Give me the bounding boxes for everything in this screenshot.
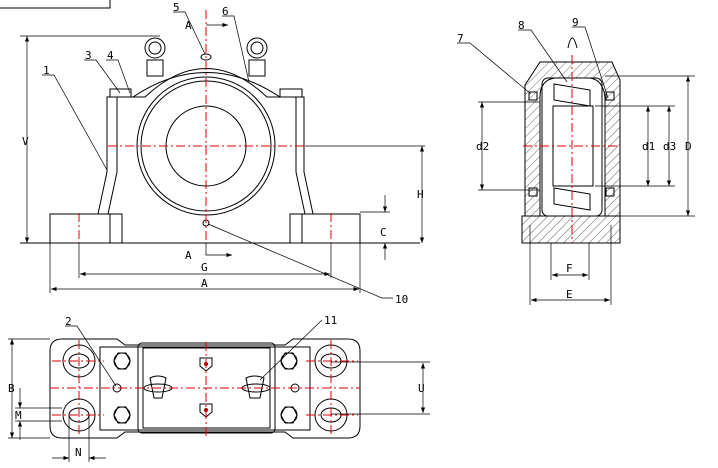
callout-5: 5 [173,1,180,14]
section-mark-top: A [185,19,192,32]
dim-V: V [22,135,29,148]
callout-6: 6 [222,5,229,18]
dim-U: U [418,382,425,395]
callout-1: 1 [43,64,50,77]
dim-F: F [566,262,573,275]
dim-M: M [15,409,22,422]
dim-N: N [75,446,82,459]
dim-C: C [380,226,387,239]
callout-9: 9 [572,16,579,29]
callout-4: 4 [107,49,114,62]
dim-E: E [566,288,573,301]
front-view: V H C G A A A 1 3 4 5 6 10 [20,1,425,306]
dim-G: G [201,261,208,274]
dim-d2: d2 [476,140,489,153]
dim-B: B [8,382,15,395]
bottom-view: B M N U 2 11 [8,314,430,462]
dim-A: A [201,277,208,290]
callout-8: 8 [518,19,525,32]
callout-3: 3 [85,49,92,62]
callout-11: 11 [324,314,337,327]
callout-2: 2 [65,315,72,328]
title-block-frame [0,0,111,9]
callout-10: 10 [395,293,408,306]
hex-bolts [113,352,298,424]
callout-7: 7 [457,32,464,45]
section-mark-bottom: A [185,249,192,262]
dim-d1: d1 [642,140,655,153]
side-section-view: d2 d1 d3 D F E 7 8 9 [457,16,695,305]
dim-H: H [417,188,424,201]
dim-d3: d3 [663,140,676,153]
dim-D: D [685,140,692,153]
